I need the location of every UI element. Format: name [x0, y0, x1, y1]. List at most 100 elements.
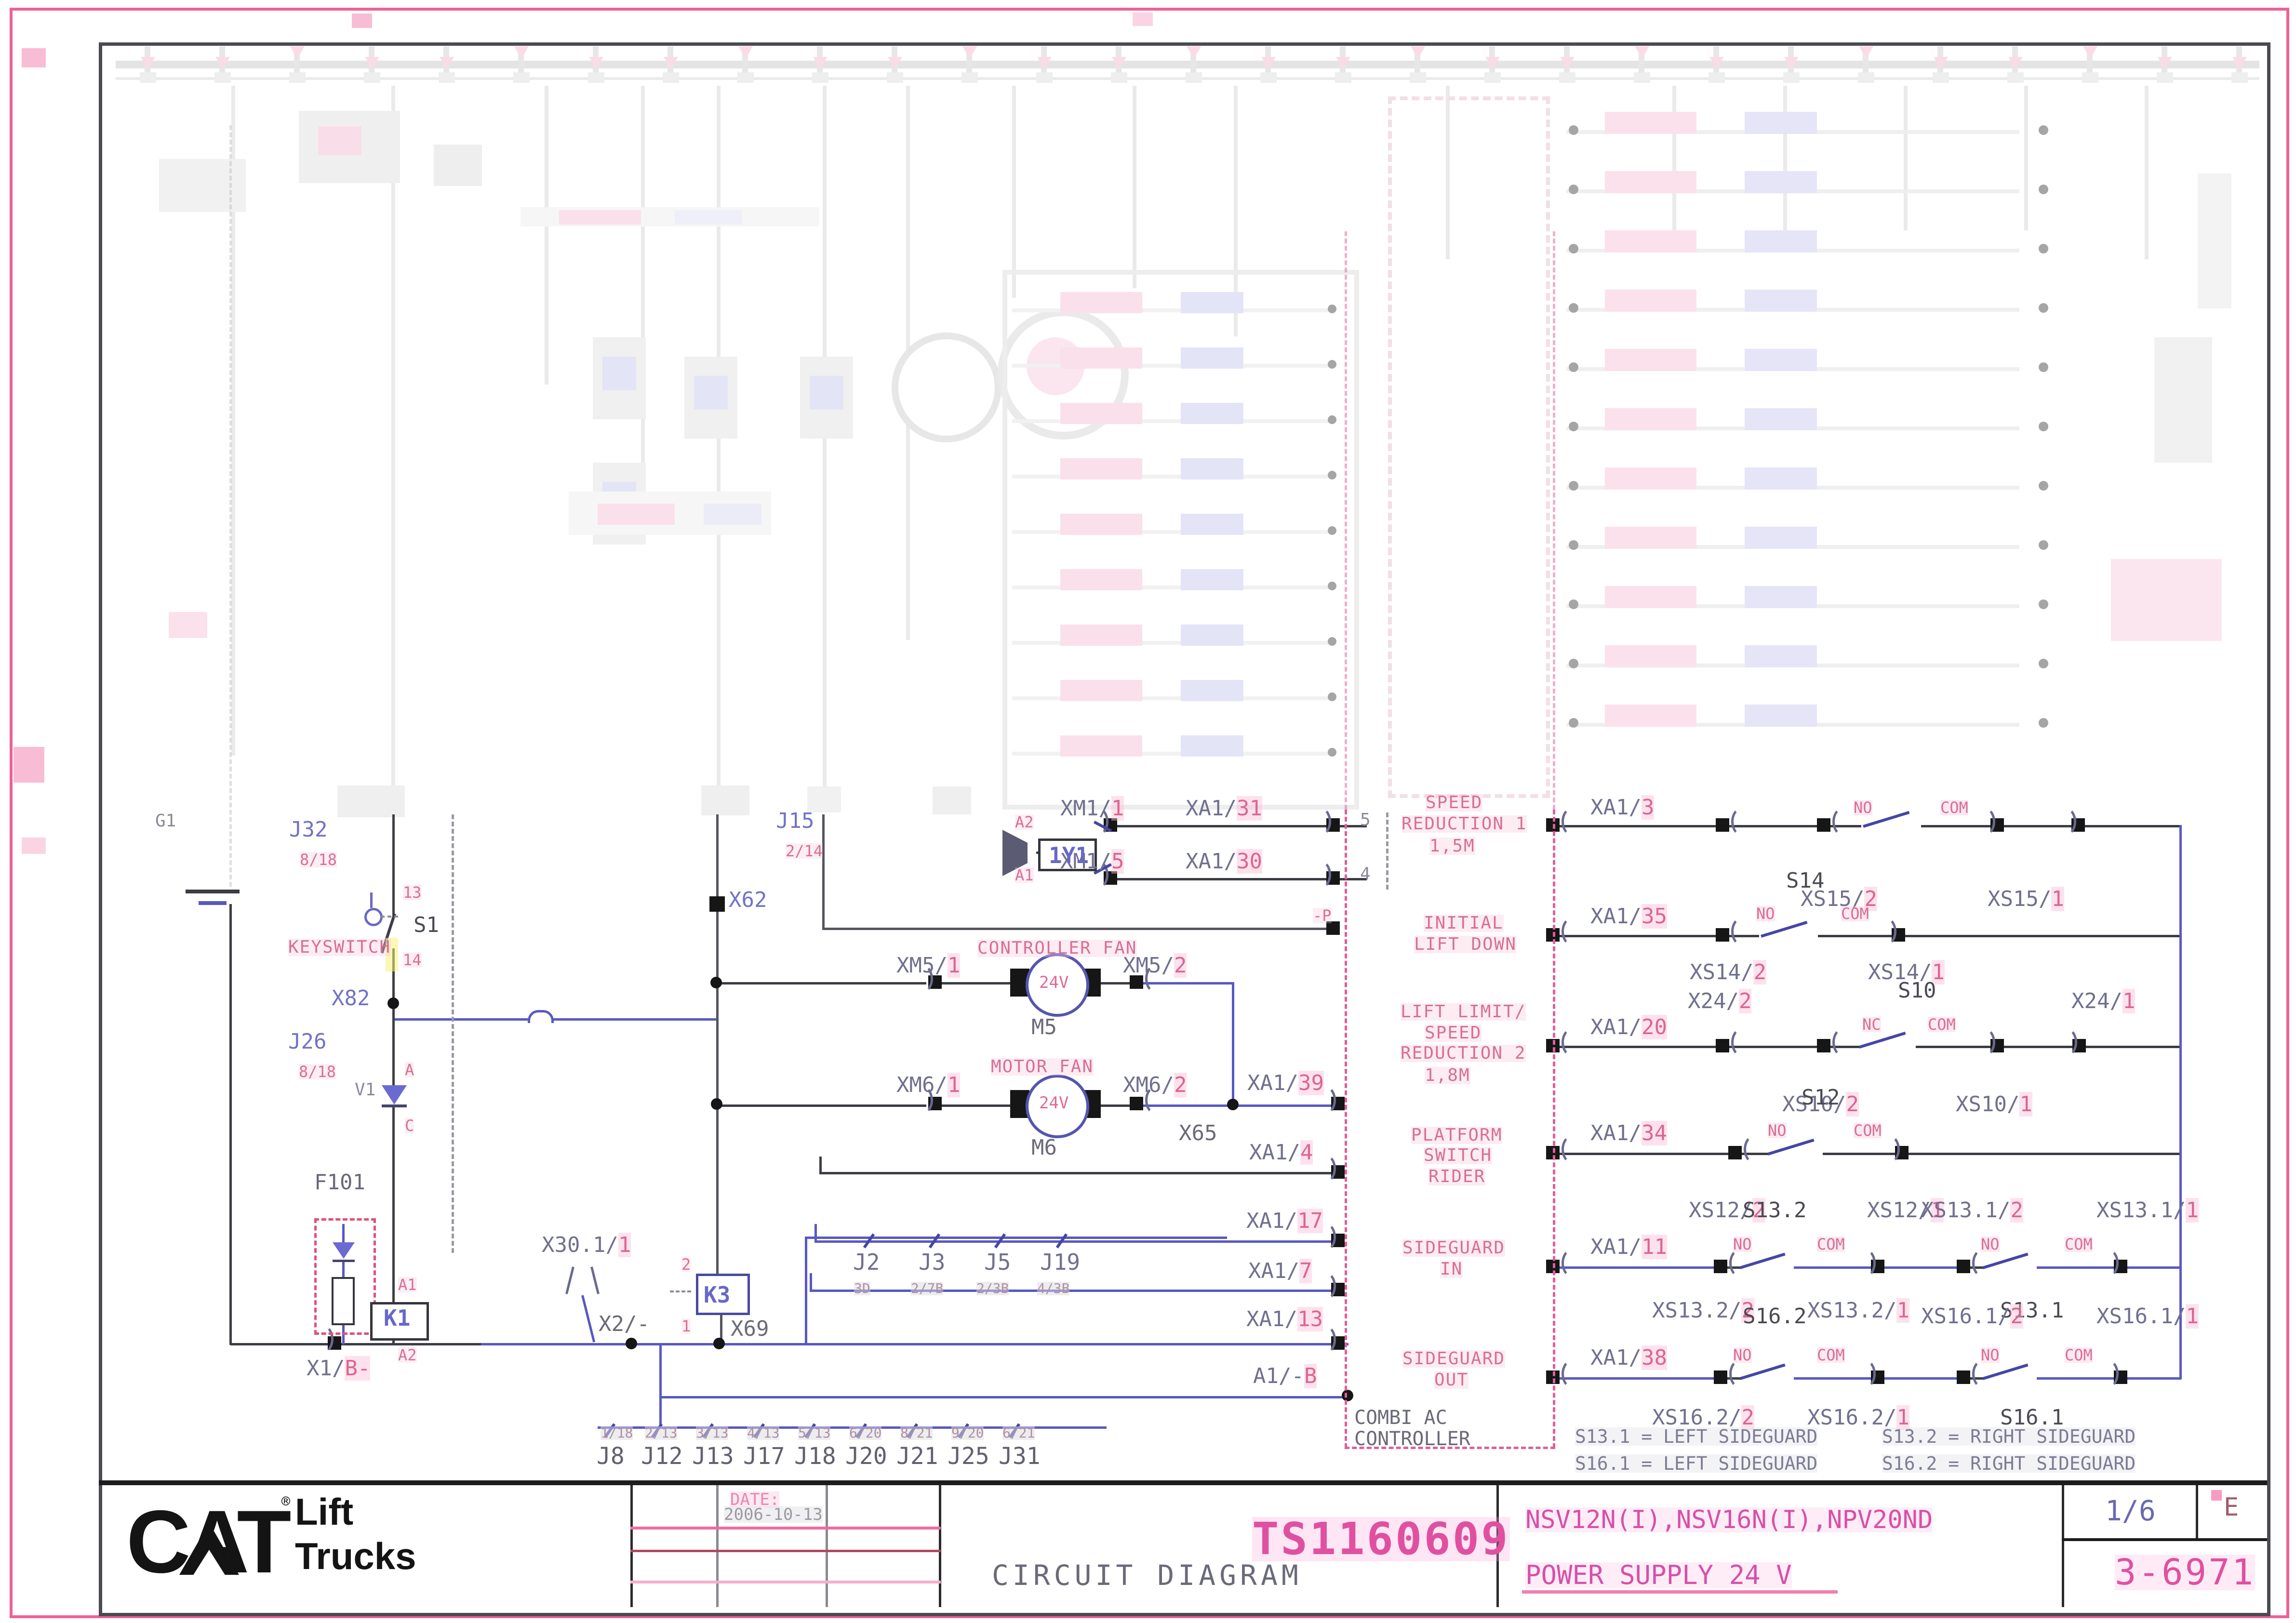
- connector-arc: [1308, 860, 1331, 890]
- sheet-title-underline: [1522, 1590, 1838, 1594]
- label-J12: J12: [641, 1443, 683, 1470]
- label-8-18: 8/18: [299, 1063, 336, 1081]
- label-SWITCH: SWITCH: [1424, 1145, 1493, 1165]
- label-XA1-11: XA1/11: [1590, 1235, 1667, 1259]
- wire: [819, 1157, 822, 1174]
- faded-element: [1745, 705, 1817, 727]
- wire: [393, 1018, 717, 1021]
- wire: [716, 1104, 926, 1107]
- wire: [822, 814, 825, 930]
- faded-element: [2039, 244, 2048, 253]
- faded-element: [701, 785, 749, 815]
- faded-element: [545, 86, 548, 385]
- faded-element: [1037, 57, 1052, 69]
- label-J32: J32: [289, 817, 328, 842]
- battery-wire-faded: [229, 125, 232, 887]
- label-K1: K1: [384, 1305, 411, 1331]
- faded-element: [1745, 467, 1817, 490]
- wire: [942, 982, 1011, 984]
- label-S10: S10: [1898, 978, 1936, 1003]
- faded-element: [1133, 86, 1136, 288]
- wire: [716, 983, 719, 1104]
- label-XM1-5: XM1/5: [1060, 849, 1124, 874]
- faded-element: [1328, 748, 1336, 757]
- label-COM: COM: [1841, 905, 1869, 923]
- label-XS13.2-2: XS13.2/2: [1652, 1298, 1754, 1323]
- wire: [810, 1273, 812, 1291]
- faded-element: [1181, 347, 1243, 369]
- connector-pin: [1716, 1039, 1729, 1052]
- faded-element: [1328, 305, 1336, 313]
- faded-element: [1388, 96, 1550, 798]
- faded-element: [1186, 72, 1202, 83]
- label-S13.2: S13.2: [1743, 1198, 1807, 1223]
- label-C: C: [405, 1117, 414, 1135]
- faded-element: [1181, 569, 1243, 590]
- label-J21: J21: [896, 1443, 938, 1470]
- faded-element: [140, 72, 156, 83]
- faded-element: [1328, 526, 1336, 535]
- faded-element: [1934, 57, 1948, 69]
- faded-element: [2232, 57, 2247, 69]
- label-CONTROLLER-FAN: CONTROLLER FAN: [977, 938, 1137, 958]
- junction-dot: [710, 977, 722, 988]
- label-A2: A2: [398, 1346, 417, 1364]
- faded-element: [813, 57, 828, 69]
- wire: [1232, 982, 1234, 1104]
- wire: [1560, 1377, 1715, 1380]
- label-5-13: 5/13: [798, 1425, 831, 1441]
- faded-element: [391, 86, 395, 814]
- label-COM: COM: [2065, 1235, 2093, 1253]
- legend-s16-right: S16.2 = RIGHT SIDEGUARD: [1882, 1453, 2136, 1474]
- date-value: 2006-10-13: [724, 1505, 823, 1524]
- connector-arc: [1562, 917, 1585, 946]
- faded-element: [602, 357, 636, 390]
- label-S16.1: S16.1: [2000, 1405, 2064, 1430]
- label-1: 1: [681, 1317, 691, 1335]
- label-J26: J26: [288, 1029, 327, 1054]
- junction-dot: [1227, 1099, 1239, 1110]
- wire: [2004, 825, 2072, 827]
- motor-M6-circle: [1026, 1075, 1089, 1138]
- label-X30.1-1: X30.1/1: [542, 1233, 631, 1257]
- label-COM: COM: [2065, 1346, 2093, 1364]
- connector-arc: [1731, 807, 1754, 837]
- wire: [392, 814, 395, 917]
- legend-s13-right: S13.2 = RIGHT SIDEGUARD: [1882, 1426, 2136, 1447]
- faded-element: [1635, 46, 1649, 59]
- faded-element: [2024, 86, 2028, 230]
- label-SPEED: SPEED: [1426, 793, 1483, 812]
- cat-logo-triangle-inner: [193, 1550, 226, 1576]
- faded-element: [1745, 171, 1817, 193]
- label-XA1-35: XA1/35: [1590, 904, 1667, 929]
- label-NO: NO: [1981, 1346, 2000, 1364]
- label-XS10-1: XS10/1: [1956, 1092, 2032, 1117]
- label-XS12-2: XS12/2: [1689, 1198, 1765, 1223]
- faded-element: [1859, 46, 1873, 59]
- label-XA1-4: XA1/4: [1249, 1140, 1313, 1165]
- label-J31: J31: [999, 1443, 1041, 1470]
- date-rule: [630, 1581, 941, 1583]
- faded-element: [1012, 696, 1330, 700]
- faded-element: [1181, 403, 1243, 424]
- wire: [1560, 1153, 1729, 1155]
- faded-element: [962, 46, 977, 59]
- connector-arc: [910, 1085, 933, 1115]
- wire: [2179, 825, 2182, 1379]
- faded-element: [1012, 475, 1330, 479]
- faded-element: [1569, 540, 1578, 550]
- sheet-pink-border: [10, 8, 2289, 1618]
- wire: [1143, 982, 1234, 984]
- label-SIDEGUARD: SIDEGUARD: [1402, 1349, 1506, 1369]
- wire: [392, 1003, 395, 1086]
- faded-element: [159, 159, 246, 212]
- wire: [1101, 982, 1131, 984]
- k3-dash-tick: [670, 1290, 691, 1292]
- controller-border-faded: [1345, 231, 1347, 810]
- faded-element: [2157, 72, 2173, 83]
- faded-element: [664, 57, 678, 69]
- faded-element: [1261, 57, 1276, 69]
- label-1-5M: 1,5M: [1429, 836, 1475, 856]
- battery-symbol-short: [199, 901, 227, 905]
- label-COM: COM: [1928, 1015, 1956, 1034]
